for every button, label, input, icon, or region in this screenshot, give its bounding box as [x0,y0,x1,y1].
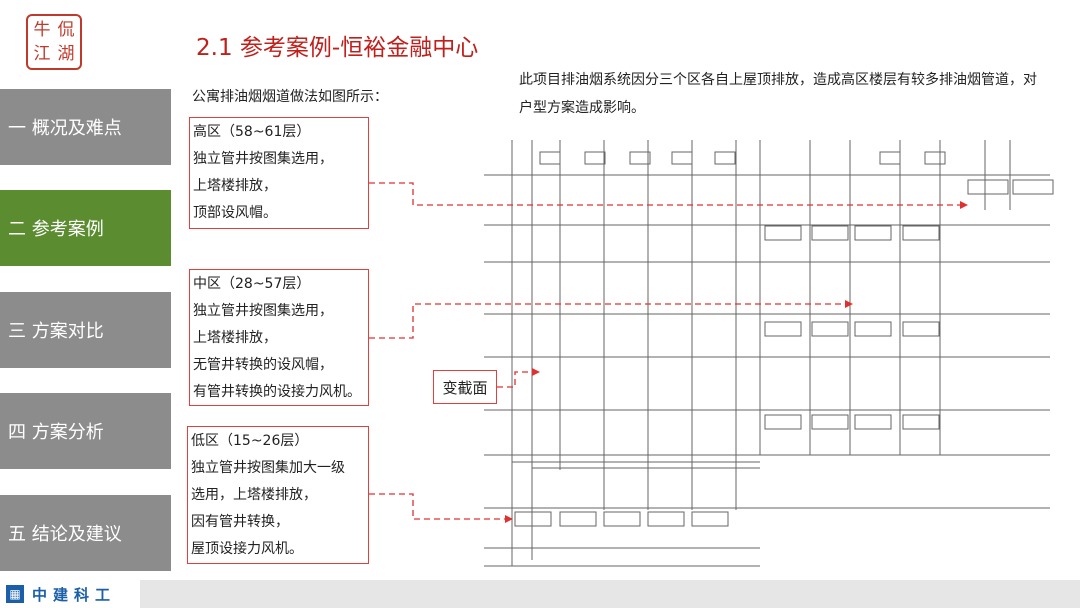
zone-line: 高区（58~61层） [193,124,311,140]
logo-char: 牛 [33,20,51,40]
company-name: 中建科工 [32,585,117,604]
exhaust-system-schematic [369,140,1054,567]
variable-section-callout: 变截面 [433,370,497,404]
intro-text: 公寓排油烟烟道做法如图所示： [192,89,388,105]
zone-line: 低区（15~26层） [191,433,309,449]
nav-label: 二 参考案例 [8,219,104,240]
zone-line: 独立管井按图集选用， [193,303,333,319]
nav-item-comparison[interactable]: 三 方案对比 [0,292,171,368]
nav-label: 五 结论及建议 [8,524,122,545]
nav-item-analysis[interactable]: 四 方案分析 [0,393,171,469]
zone-line: 无管井转换的设风帽， [193,357,333,373]
zone-line: 屋顶设接力风机。 [191,541,303,557]
description-text: 此项目排油烟系统因分三个区各自上屋顶排放，造成高区楼层有较多排油烟管道，对户型方… [519,72,1037,116]
logo-char: 湖 [57,44,75,64]
page-title: 2.1 参考案例-恒裕金融中心 [196,35,479,61]
logo-char: 侃 [57,20,75,40]
arrowheads [505,201,968,523]
zone-line: 中区（28~57层） [193,276,311,292]
zone-low-box: 低区（15~26层） 独立管井按图集加大一级 选用，上塔楼排放， 因有管井转换，… [187,426,369,564]
footer-bar [0,580,1080,608]
zone-line: 上塔楼排放， [193,330,277,346]
zone-line: 顶部设风帽。 [193,205,277,221]
nav-label: 四 方案分析 [8,422,104,443]
leader-lines [369,182,960,520]
zone-line: 有管井转换的设接力风机。 [193,384,361,400]
brand-logo: 牛 侃 江 湖 [26,14,82,70]
zone-mid-box: 中区（28~57层） 独立管井按图集选用， 上塔楼排放， 无管井转换的设风帽， … [189,269,369,406]
building-logo-icon: ▦ [6,585,24,603]
nav-item-overview[interactable]: 一 概况及难点 [0,89,171,165]
drawing-lines [484,140,1054,567]
zone-high-box: 高区（58~61层） 独立管井按图集选用， 上塔楼排放， 顶部设风帽。 [189,117,369,229]
zone-line: 独立管井按图集选用， [193,151,333,167]
nav-item-conclusion[interactable]: 五 结论及建议 [0,495,171,571]
nav-item-reference-case[interactable]: 二 参考案例 [0,190,171,266]
nav-label: 一 概况及难点 [8,118,122,139]
zone-line: 因有管井转换， [191,514,289,530]
zone-line: 独立管井按图集加大一级 [191,460,345,476]
nav-label: 三 方案对比 [8,321,104,342]
logo-char: 江 [33,44,51,64]
footer-logo: ▦ 中建科工 [0,580,140,608]
zone-line: 上塔楼排放， [193,178,277,194]
zone-line: 选用，上塔楼排放， [191,487,317,503]
